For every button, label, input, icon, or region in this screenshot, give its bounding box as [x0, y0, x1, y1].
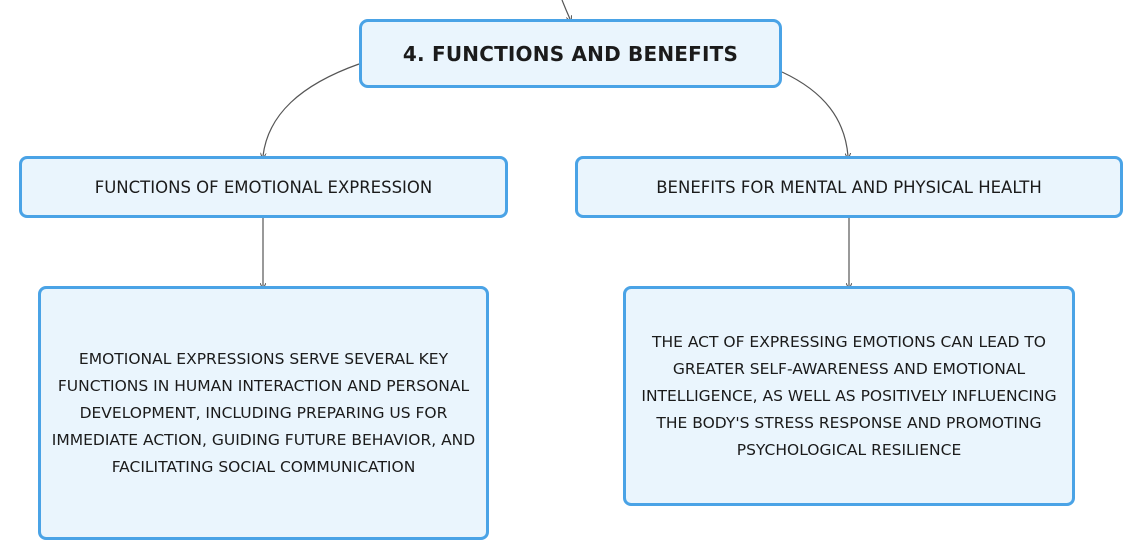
- detail-node-functions[interactable]: EMOTIONAL EXPRESSIONS SERVE SEVERAL KEY …: [38, 286, 489, 540]
- branch-node-benefits-label: BENEFITS FOR MENTAL AND PHYSICAL HEALTH: [656, 177, 1042, 197]
- connector-root-to-right-branch: [781, 71, 848, 156]
- detail-node-functions-text: EMOTIONAL EXPRESSIONS SERVE SEVERAL KEY …: [51, 349, 476, 476]
- root-node[interactable]: 4. FUNCTIONS AND BENEFITS: [359, 19, 782, 88]
- branch-node-functions-label: FUNCTIONS OF EMOTIONAL EXPRESSION: [94, 177, 433, 197]
- branch-node-functions[interactable]: FUNCTIONS OF EMOTIONAL EXPRESSION: [19, 156, 508, 218]
- branch-node-benefits[interactable]: BENEFITS FOR MENTAL AND PHYSICAL HEALTH: [575, 156, 1123, 218]
- connector-from-parent: [561, 0, 570, 19]
- connector-root-to-left-branch: [263, 63, 360, 156]
- detail-node-benefits-text: THE ACT OF EXPRESSING EMOTIONS CAN LEAD …: [641, 332, 1057, 459]
- detail-node-benefits[interactable]: THE ACT OF EXPRESSING EMOTIONS CAN LEAD …: [623, 286, 1075, 506]
- root-node-label: 4. FUNCTIONS AND BENEFITS: [402, 41, 739, 66]
